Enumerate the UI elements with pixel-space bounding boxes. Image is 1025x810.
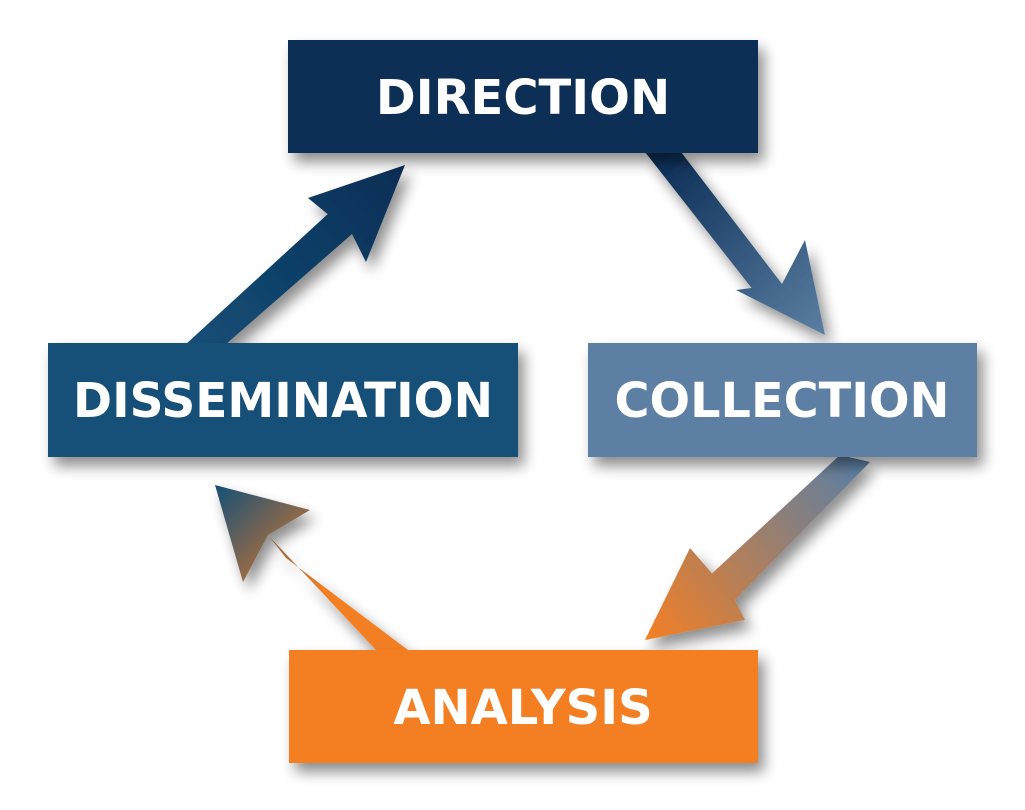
- node-direction: DIRECTION: [288, 40, 758, 153]
- collection-label: COLLECTION: [615, 373, 950, 429]
- dissemination-box: [48, 343, 518, 457]
- node-collection: COLLECTION: [588, 343, 977, 457]
- analysis-label: ANALYSIS: [393, 680, 652, 736]
- direction-label: DIRECTION: [376, 70, 670, 126]
- dissemination-label: DISSEMINATION: [73, 373, 493, 429]
- arrow-direction-to-collection: [645, 152, 825, 335]
- node-dissemination: DISSEMINATION: [48, 343, 518, 457]
- collection-box: [588, 343, 977, 457]
- cycle-arrows: [185, 152, 870, 650]
- analysis-box: [289, 650, 758, 763]
- node-analysis: ANALYSIS: [289, 650, 758, 763]
- arrow-dissemination-to-direction: [185, 165, 405, 345]
- arrow-collection-to-analysis: [645, 455, 870, 640]
- arrow-analysis-to-dissemination: [215, 485, 408, 650]
- direction-box: [288, 40, 758, 153]
